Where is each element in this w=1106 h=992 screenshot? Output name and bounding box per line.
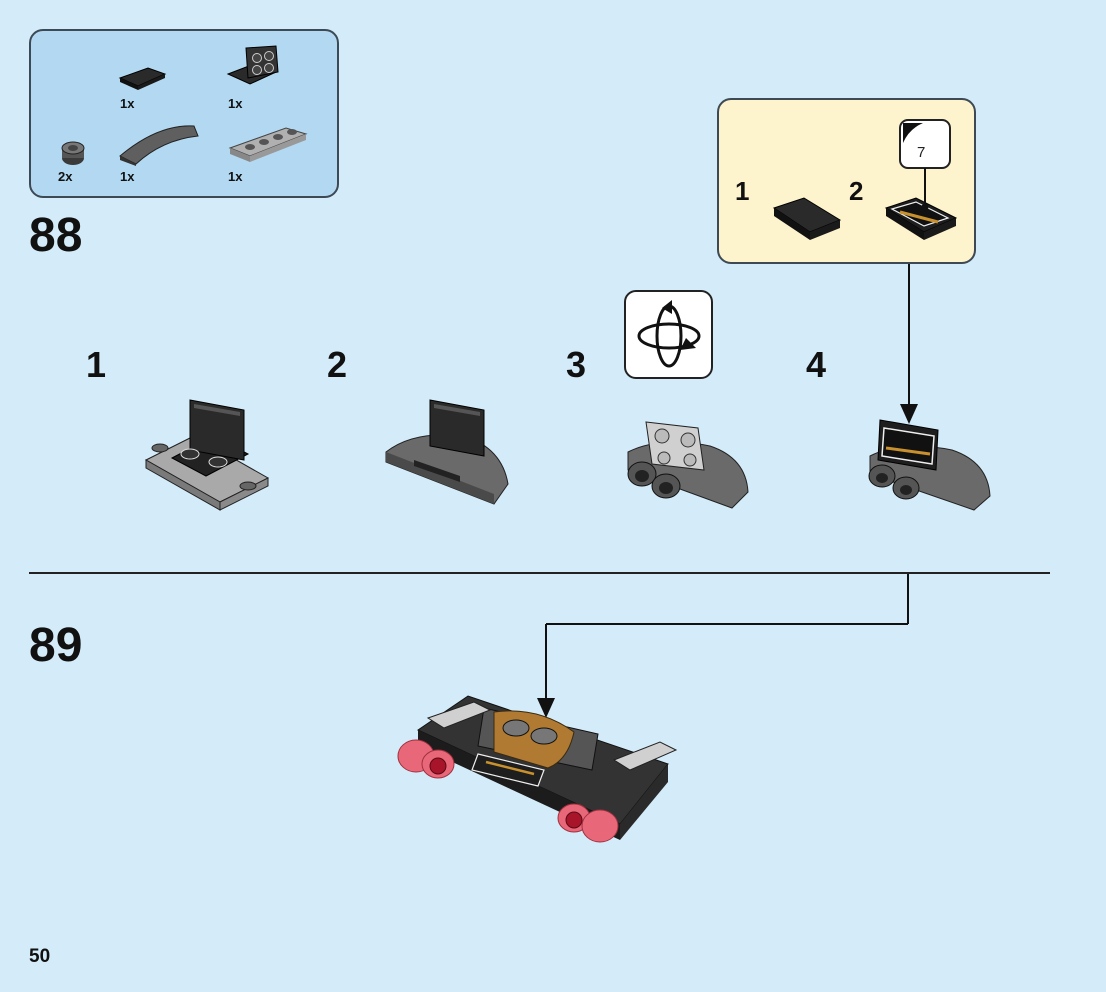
parts-list-box xyxy=(29,29,339,198)
sticker-number: 7 xyxy=(917,144,926,161)
step-divider xyxy=(29,572,1050,574)
step-number: 88 xyxy=(29,209,83,262)
step-number: 89 xyxy=(29,619,83,672)
black-bracket-icon xyxy=(226,45,279,85)
black-tile-icon xyxy=(118,67,167,90)
part-qty: 1x xyxy=(120,96,135,111)
page-number: 50 xyxy=(29,946,51,967)
substep-4-model xyxy=(868,419,991,511)
callout-stickered-tile xyxy=(884,197,958,240)
rotate-arrows-icon xyxy=(637,300,701,368)
callout-substep-number: 2 xyxy=(849,176,864,206)
part-qty: 2x xyxy=(58,169,73,184)
curved-slope-icon xyxy=(119,125,199,166)
part-qty: 1x xyxy=(228,96,243,111)
substep-number: 4 xyxy=(806,344,827,385)
substep-3-model xyxy=(627,421,749,509)
substep-1-model xyxy=(144,399,270,511)
sticker-page-icon xyxy=(903,123,923,143)
substep-number: 1 xyxy=(86,344,107,385)
part-qty: 1x xyxy=(120,169,135,184)
step-89-model xyxy=(397,695,678,843)
light-grey-plate-icon xyxy=(228,127,308,162)
substep-2-model xyxy=(385,399,509,505)
substep-number: 2 xyxy=(327,344,348,385)
round-brick-icon xyxy=(61,141,85,165)
substep-number: 3 xyxy=(566,344,587,385)
callout-black-tile xyxy=(772,197,842,240)
part-qty: 1x xyxy=(228,169,243,184)
callout-substep-number: 1 xyxy=(735,176,750,206)
